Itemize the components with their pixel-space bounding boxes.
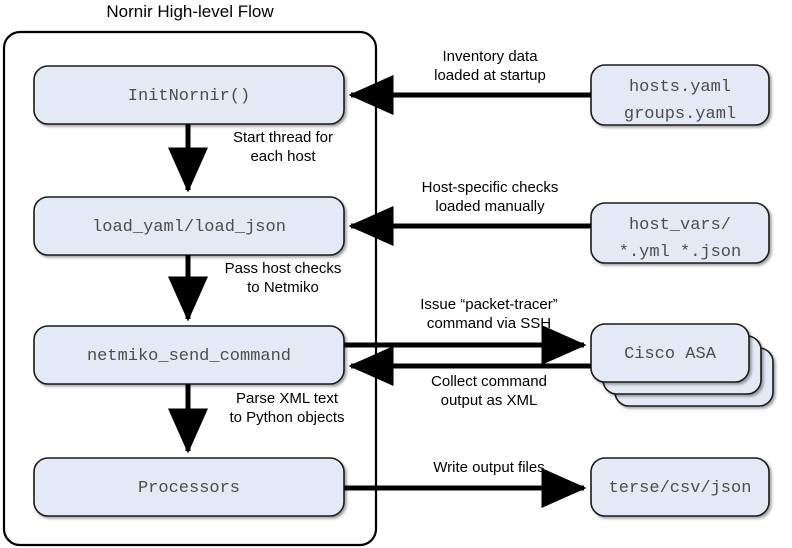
node-host-vars-shape[interactable]: [590, 202, 770, 264]
node-cisco-asa-shape[interactable]: [590, 323, 750, 383]
edge-label-parse-xml: Parse XML text to Python objects: [229, 390, 345, 426]
node-cisco-asa[interactable]: [591, 324, 749, 382]
node-host-vars[interactable]: [591, 203, 769, 263]
edge-label-pass-host-checks: Pass host checks to Netmiko: [224, 260, 342, 296]
node-output-files[interactable]: [591, 458, 769, 516]
node-netmiko-send-command[interactable]: [34, 326, 344, 384]
diagram-title: Nornir High-level Flow: [106, 2, 274, 21]
edge-label-collect-output: Collect command output as XML: [431, 373, 547, 409]
edge-label-inventory-data: Inventory data loaded at startup: [434, 48, 546, 84]
edge-label-host-specific: Host-specific checks loaded manually: [421, 179, 559, 215]
edge-label-start-thread: Start thread for each host: [232, 129, 334, 165]
node-output-files-shape[interactable]: [590, 457, 770, 517]
node-hosts-groups-yaml[interactable]: [591, 65, 769, 125]
node-processors[interactable]: [34, 458, 344, 516]
edge-label-write-output: Write output files: [433, 459, 545, 476]
node-load-yaml-json[interactable]: [34, 197, 344, 255]
node-init-nornir[interactable]: [34, 66, 344, 124]
nornir-process-boundary: [2, 30, 378, 547]
edge-label-issue-packet-tracer: Issue “packet-tracer” command via SSH: [420, 296, 558, 332]
